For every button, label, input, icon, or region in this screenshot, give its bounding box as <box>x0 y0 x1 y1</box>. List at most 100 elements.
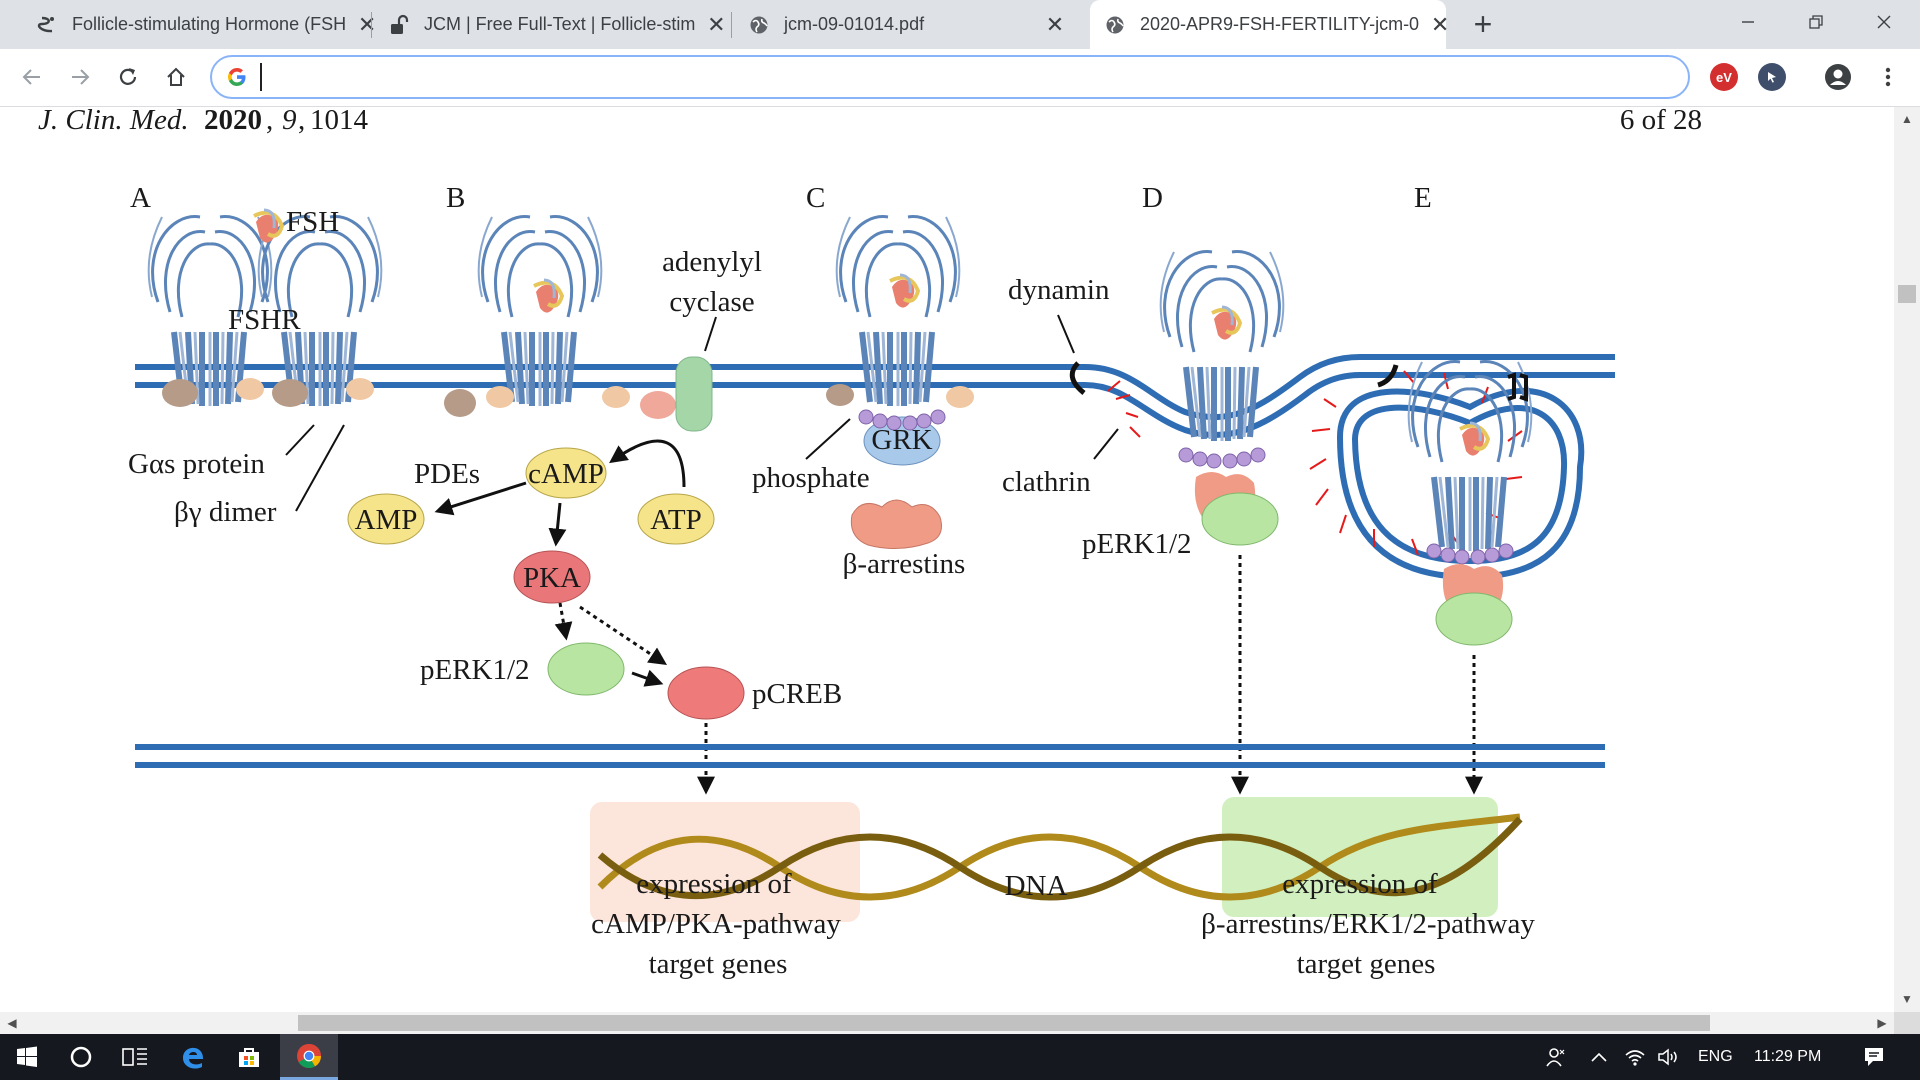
speaker-icon <box>1658 1048 1677 1066</box>
account-icon <box>1825 64 1851 90</box>
ev-extension-icon[interactable]: eV <box>1710 63 1738 91</box>
clock[interactable]: 11:29 PM <box>1754 1048 1822 1065</box>
label-expr-left-3: target genes <box>649 948 788 980</box>
notification-icon <box>1865 1048 1883 1066</box>
start-button[interactable] <box>0 1034 54 1080</box>
action-center-button[interactable] <box>1852 1034 1896 1080</box>
network-button[interactable] <box>1620 1034 1650 1080</box>
adenylyl-cyclase <box>675 356 713 432</box>
vertical-scrollbar[interactable]: ▲ ▼ <box>1894 107 1920 1012</box>
label-expr-right-3: target genes <box>1297 948 1436 980</box>
windows-logo-icon <box>17 1046 37 1067</box>
label-perk-b: pERK1/2 <box>420 654 530 686</box>
forward-button[interactable] <box>60 57 100 97</box>
panel-b-receptor <box>444 217 676 419</box>
address-input[interactable] <box>260 63 1660 91</box>
vertical-scroll-thumb[interactable] <box>1898 285 1916 303</box>
tab-3[interactable]: jcm-09-01014.pdf ✕ <box>734 0 1080 49</box>
edge-button[interactable] <box>168 1034 218 1080</box>
tab-4-active[interactable]: 2020-APR9-FSH-FERTILITY-jcm-0 ✕ <box>1090 0 1449 49</box>
people-icon <box>1546 1048 1565 1067</box>
label-grk: GRK <box>871 424 932 456</box>
panel-e-endosome <box>1309 362 1585 646</box>
volume-button[interactable] <box>1654 1034 1684 1080</box>
store-button[interactable] <box>224 1034 274 1080</box>
label-fsh: FSH <box>286 206 339 238</box>
tab-title: JCM | Free Full-Text | Follicle-stim <box>424 14 696 34</box>
cortana-circle-icon <box>70 1046 92 1068</box>
chrome-button[interactable] <box>280 1034 338 1080</box>
panel-label-a: A <box>130 182 151 214</box>
cursor-extension-icon[interactable] <box>1758 63 1786 91</box>
task-view-button[interactable] <box>110 1034 160 1080</box>
perk-b-molecule <box>547 642 625 696</box>
label-dna: DNA <box>1005 870 1068 902</box>
panel-label-c: C <box>806 182 825 214</box>
store-icon <box>239 1048 259 1067</box>
home-button[interactable] <box>156 57 196 97</box>
restore-button[interactable] <box>1788 0 1844 44</box>
people-button[interactable] <box>1536 1034 1576 1080</box>
adenylyl-leader <box>704 316 717 352</box>
panel-label-e: E <box>1414 182 1432 214</box>
scroll-down-arrow-icon[interactable]: ▼ <box>1901 992 1913 1006</box>
language-indicator[interactable]: ENG <box>1698 1048 1733 1065</box>
tab-separator <box>731 12 732 38</box>
panel-c-receptor <box>826 217 974 549</box>
globe-icon <box>1104 14 1126 36</box>
menu-button[interactable] <box>1868 57 1908 97</box>
profile-button[interactable] <box>1818 57 1858 97</box>
pdf-viewer[interactable]: J. Clin. Med. 2020 , 9 , 1014 6 of 28 A … <box>0 104 1894 1012</box>
back-button[interactable] <box>12 57 52 97</box>
tab-strip: Follicle-stimulating Hormone (FSH ✕ JCM … <box>0 0 1920 49</box>
label-pcreb: pCREB <box>752 678 842 710</box>
tab-2[interactable]: JCM | Free Full-Text | Follicle-stim ✕ <box>374 0 728 49</box>
ncbi-icon <box>36 14 58 36</box>
scroll-up-arrow-icon[interactable]: ▲ <box>1901 112 1913 126</box>
label-pdes: PDEs <box>414 458 480 490</box>
label-adenylyl: adenylyl <box>662 246 762 278</box>
horizontal-scroll-thumb[interactable] <box>298 1015 1710 1031</box>
close-window-button[interactable] <box>1856 0 1912 44</box>
close-icon[interactable]: ✕ <box>707 11 726 37</box>
home-icon <box>167 67 185 86</box>
dna-helix <box>597 813 1523 901</box>
scroll-right-arrow-icon[interactable]: ▶ <box>1877 1016 1887 1030</box>
scroll-left-arrow-icon[interactable]: ◀ <box>7 1016 17 1030</box>
tab-separator <box>371 12 372 38</box>
minimize-button[interactable] <box>1720 0 1776 44</box>
close-icon <box>1877 15 1891 29</box>
google-g-icon <box>228 68 246 86</box>
close-icon[interactable]: ✕ <box>1045 11 1065 37</box>
reload-button[interactable] <box>108 57 148 97</box>
nuclear-membrane <box>135 744 1605 768</box>
new-tab-button[interactable]: + <box>1473 6 1493 42</box>
camp-molecule <box>525 447 607 499</box>
label-expr-right-2: β-arrestins/ERK1/2-pathway <box>1201 908 1535 940</box>
label-perk-d: pERK1/2 <box>1082 528 1192 560</box>
panel-b-arrows <box>434 439 715 795</box>
page-number: 6 of 28 <box>1620 104 1702 136</box>
label-amp: AMP <box>355 504 418 536</box>
browser-toolbar: eV <box>0 49 1920 107</box>
chrome-icon <box>297 1043 321 1068</box>
article-number: 1014 <box>310 104 369 136</box>
horizontal-scrollbar[interactable]: ◀ ▶ <box>0 1012 1894 1034</box>
address-bar[interactable] <box>210 55 1690 99</box>
tab-1[interactable]: Follicle-stimulating Hormone (FSH ✕ <box>22 0 376 49</box>
panel-a-leader-lines <box>285 424 345 512</box>
windows-taskbar: ENG 11:29 PM <box>0 1034 1920 1080</box>
fsh-signaling-figure: J. Clin. Med. 2020 , 9 , 1014 6 of 28 A … <box>38 104 1702 980</box>
close-icon[interactable]: ✕ <box>1430 11 1450 37</box>
journal-name: J. Clin. Med. <box>38 104 189 136</box>
show-hidden-icons-button[interactable] <box>1586 1034 1612 1080</box>
edge-icon <box>183 1047 203 1069</box>
back-arrow-icon <box>22 69 40 85</box>
label-gas-protein: Gαs protein <box>128 448 265 480</box>
lock-open-icon <box>388 14 410 36</box>
label-expr-right-1: expression of <box>1282 868 1438 900</box>
forward-arrow-icon <box>72 69 90 85</box>
search-button[interactable] <box>56 1034 106 1080</box>
phosphate-leader <box>805 418 851 460</box>
globe-icon <box>748 14 770 36</box>
